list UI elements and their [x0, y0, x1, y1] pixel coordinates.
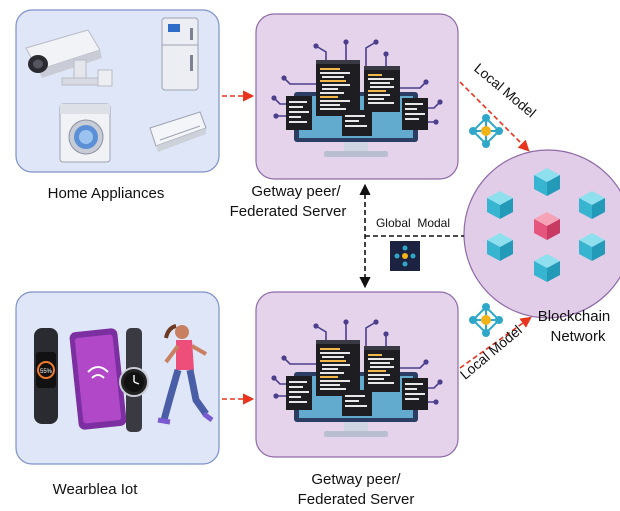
blockchain-label-line1: Blockchain [538, 308, 611, 325]
air-conditioner-icon [149, 111, 207, 152]
blockchain-label-line2: Network [550, 328, 606, 345]
cctv-camera-icon [25, 29, 113, 87]
wearable-panel: 55% [15, 291, 220, 465]
gateway-top-label-line1: Getway peer/ [251, 183, 341, 200]
band-screen-text: 55% [40, 369, 53, 375]
local-model-network-icon [468, 302, 504, 338]
wearable-iot-label: Wearblea Iot [53, 481, 139, 498]
gateway-bottom-label-line2: Federated Server [298, 491, 415, 508]
gateway-server-bottom-panel [255, 291, 459, 458]
gateway-server-top-panel [255, 13, 459, 180]
local-model-network-icon [468, 113, 504, 149]
block-cube-center-icon [534, 212, 560, 240]
tablet-icon [69, 328, 127, 430]
washing-machine-icon [59, 103, 111, 163]
fitness-band-icon: 55% [34, 328, 58, 424]
blockchain-network-circle [463, 149, 620, 319]
arrow-local-model-top [459, 81, 530, 152]
global-model-label: Global Modal [376, 216, 450, 230]
gateway-top-label-line2: Federated Server [230, 203, 347, 220]
smartwatch-icon [119, 328, 149, 432]
home-appliances-panel [15, 9, 220, 173]
gateway-bottom-label-line1: Getway peer/ [311, 471, 401, 488]
global-model-icon [390, 241, 420, 271]
local-model-top-label: Local Model [471, 60, 539, 121]
refrigerator-icon [161, 17, 199, 91]
runner-icon [157, 324, 214, 425]
arrow-local-model-bottom [459, 316, 532, 369]
local-model-bottom-label: Local Model [457, 322, 525, 383]
home-appliances-label: Home Appliances [48, 185, 165, 202]
